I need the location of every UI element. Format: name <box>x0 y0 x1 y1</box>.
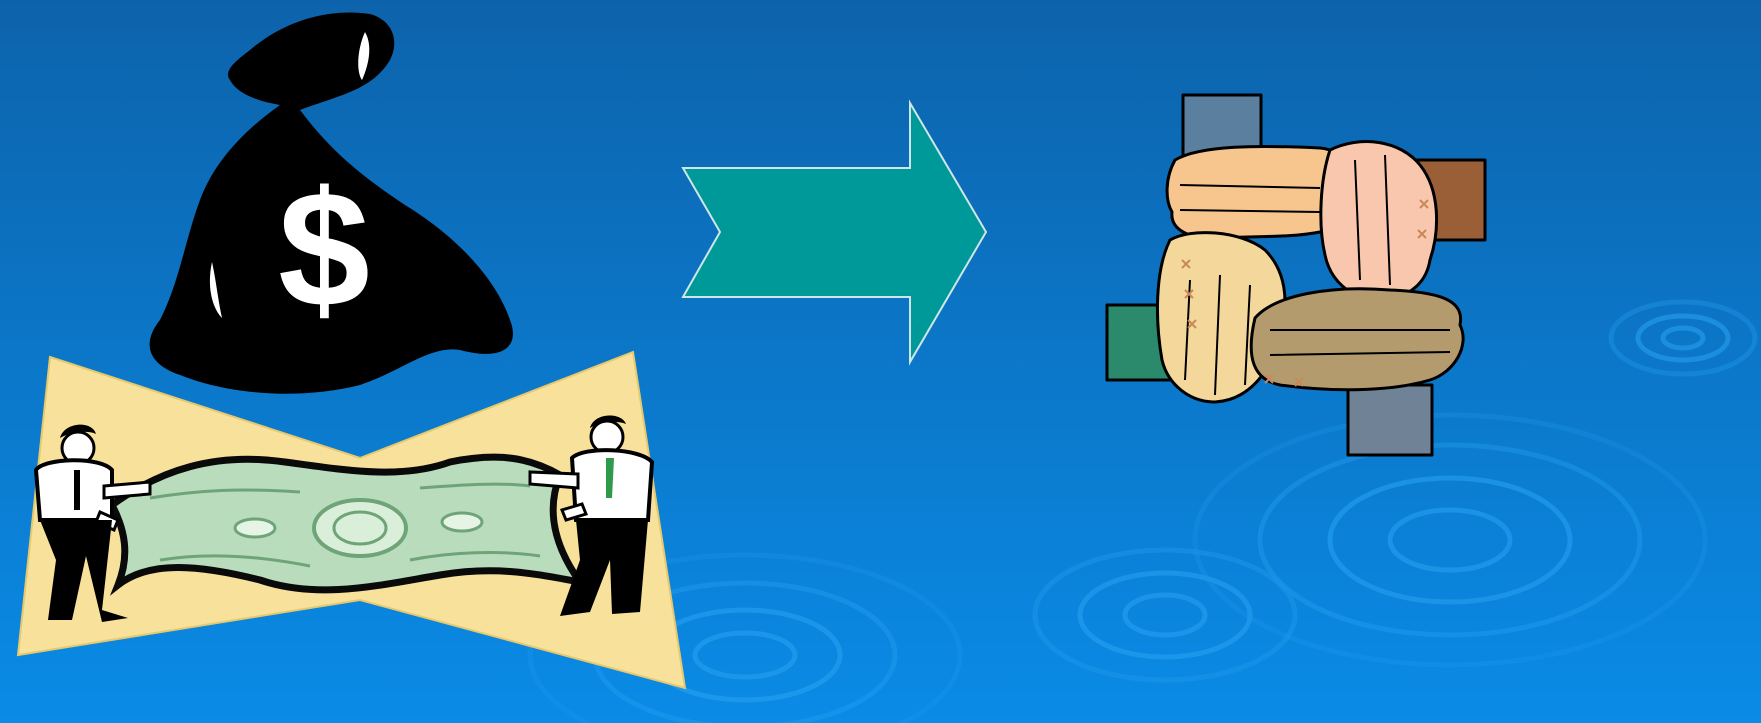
dollar-symbol: $ <box>278 157 370 341</box>
hand-right <box>1321 142 1437 300</box>
hand-top <box>1167 146 1343 238</box>
hand-bottom <box>1251 289 1463 390</box>
sleeve-bottom <box>1348 385 1432 455</box>
